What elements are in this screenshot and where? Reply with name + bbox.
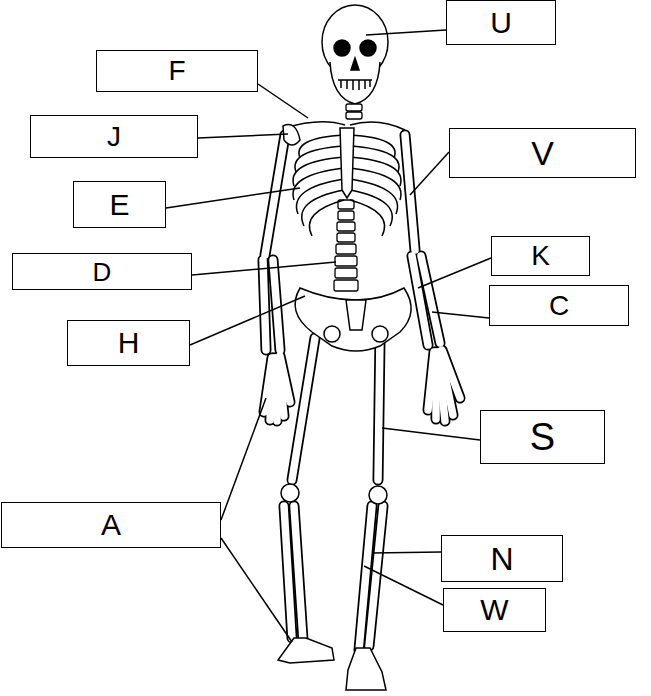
spine-part [338, 211, 354, 220]
limb-bones-part [263, 135, 460, 650]
ribcage-part [295, 146, 344, 172]
ribcage-part [340, 128, 354, 198]
pelvis-part [372, 326, 388, 342]
leader-lines-part [192, 262, 336, 275]
spine-part [337, 222, 355, 231]
ribcage [283, 122, 405, 236]
ribcage-part [350, 122, 405, 130]
part-letter: H [118, 328, 140, 358]
label-box: K [491, 236, 590, 276]
leader-lines-part [190, 296, 305, 345]
part-letter: E [109, 190, 129, 220]
leader-lines-part [382, 428, 480, 440]
spine-part [337, 233, 355, 242]
pelvis-part [324, 326, 340, 342]
leader-lines-part [364, 566, 443, 605]
knees-feet-part [369, 486, 387, 504]
label-box: J [30, 115, 198, 158]
knees-feet-part [281, 484, 299, 502]
knees-feet-part [278, 638, 334, 663]
leader-lines-part [221, 538, 292, 642]
label-box: U [446, 0, 556, 45]
label-box: A [1, 502, 221, 548]
leader-lines-part [258, 84, 308, 118]
spine-part [346, 112, 362, 119]
pelvis [295, 288, 411, 351]
part-letter: D [93, 259, 112, 285]
leader-lines-part [221, 398, 266, 520]
part-letter: F [168, 57, 185, 85]
leader-lines-part [410, 152, 449, 195]
label-box: H [67, 320, 190, 366]
part-letter: J [107, 123, 121, 151]
skull-part [334, 40, 350, 56]
knees-feet [278, 484, 387, 690]
leader-lines-part [418, 258, 491, 288]
label-box: N [441, 535, 563, 582]
ribcage-part [350, 200, 385, 236]
ribcage-part [309, 200, 344, 236]
part-letter: N [490, 543, 513, 575]
label-box: D [12, 253, 192, 290]
pelvis-part [346, 300, 366, 330]
leader-lines-part [198, 134, 288, 138]
pelvis-part [295, 288, 411, 351]
ribcage-part [350, 146, 399, 172]
skull-part [351, 58, 359, 70]
part-letter: S [530, 418, 555, 456]
part-letter: A [101, 510, 121, 540]
spine-part [335, 268, 357, 278]
spine-part [335, 256, 357, 266]
limb-bones-part [263, 135, 460, 650]
spine-part [334, 280, 358, 291]
part-letter: U [490, 8, 512, 38]
label-box: S [480, 410, 605, 464]
leader-lines-part [366, 30, 446, 35]
leader-lines-part [432, 312, 489, 318]
limb-bones [263, 135, 460, 650]
label-box: C [489, 285, 629, 326]
skull-part [360, 40, 376, 56]
spine [334, 104, 362, 291]
part-letter: K [531, 242, 550, 270]
label-box: E [73, 181, 166, 228]
part-letter: W [480, 595, 508, 625]
spine-part [346, 104, 362, 111]
label-box: W [443, 588, 546, 632]
leader-lines-part [372, 552, 441, 553]
part-letter: C [549, 292, 569, 320]
part-letter: V [531, 136, 554, 170]
knees-feet-part [346, 648, 386, 690]
label-box: V [449, 128, 636, 178]
label-box: F [96, 50, 258, 92]
spine-part [336, 244, 356, 254]
leader-lines-part [166, 188, 300, 208]
skull [322, 5, 388, 104]
skull-part [338, 80, 372, 90]
